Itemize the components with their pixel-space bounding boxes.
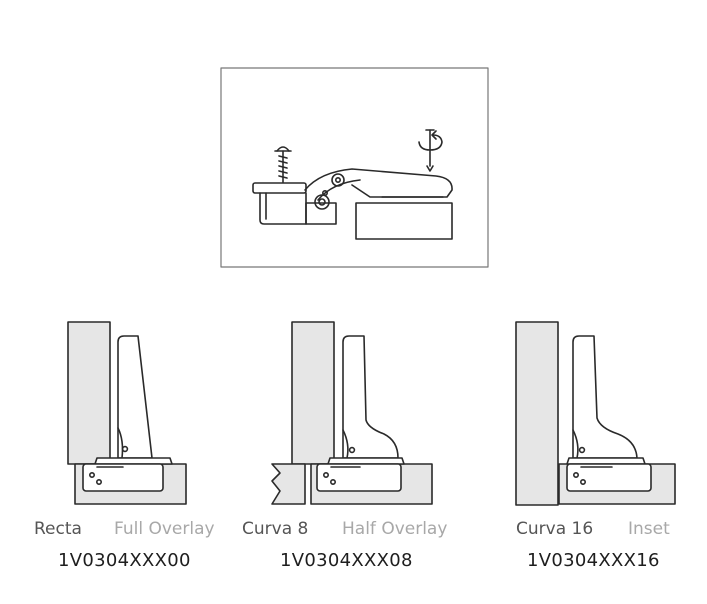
- installation-frame: [220, 67, 489, 268]
- rotate-arrow-icon: [418, 129, 443, 172]
- cabinet-side-panel: [67, 321, 111, 465]
- hinge-icon: [566, 335, 652, 492]
- adjacent-door-panel: [271, 463, 306, 505]
- screw-icon: [274, 146, 292, 183]
- hinge-variant-curva-16: [515, 321, 676, 506]
- cabinet-side-panel: [291, 321, 335, 465]
- variant-type-label: Curva 16: [516, 519, 594, 539]
- hinge-arm-icon: [304, 168, 453, 210]
- installation-panel: [220, 67, 489, 268]
- variant-overlay-label: Inset: [628, 519, 670, 539]
- variant-code-label: 1V0304XXX16: [527, 550, 660, 571]
- variant-overlay-label: Full Overlay: [114, 519, 215, 539]
- hinge-variant-curva-8: [271, 321, 433, 505]
- hinge-icon: [316, 335, 405, 492]
- variant-overlay-label: Half Overlay: [342, 519, 448, 539]
- hinge-icon: [82, 335, 173, 492]
- cabinet-side-panel: [515, 321, 559, 506]
- variant-type-label: Recta: [34, 519, 82, 539]
- variant-code-label: 1V0304XXX00: [58, 550, 191, 571]
- installation-door-panel: [355, 202, 453, 240]
- hinge-variant-recta: [67, 321, 187, 505]
- mounting-plate: [252, 182, 337, 225]
- variant-type-label: Curva 8: [242, 519, 309, 539]
- variant-code-label: 1V0304XXX08: [280, 550, 413, 571]
